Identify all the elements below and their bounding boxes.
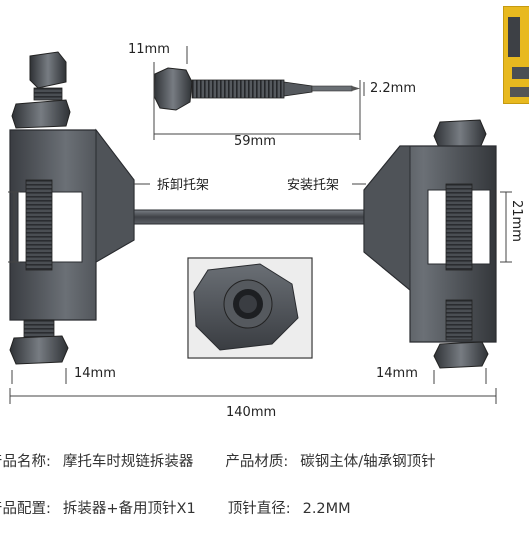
left-nut-label: 14mm xyxy=(74,366,116,381)
left-bracket xyxy=(9,51,135,365)
diameter-label: 顶针直径: xyxy=(227,501,291,517)
closeup-inset xyxy=(187,257,313,359)
thumbnail-preview[interactable] xyxy=(503,6,529,104)
product-name-value: 摩托车时规链拆装器 xyxy=(62,454,194,470)
spec-row-1: 产品名称: 摩托车时规链拆装器 产品材质: 碳钢主体/轴承钢顶针 xyxy=(0,450,436,471)
connecting-rod xyxy=(133,209,367,225)
pin-length-label: 11mm xyxy=(128,42,170,57)
diameter-value: 2.2MM xyxy=(302,501,351,517)
overall-length-label: 140mm xyxy=(226,405,277,420)
right-bracket xyxy=(363,119,497,369)
pin-dimension-lines xyxy=(153,46,365,140)
height-label: 21mm xyxy=(509,200,524,242)
config-label: 产品配置: xyxy=(0,501,51,517)
pin-total-label: 59mm xyxy=(234,134,276,149)
pin-tip-label: 2.2mm xyxy=(370,81,417,96)
product-name-label: 产品名称: xyxy=(0,454,51,470)
material-label: 产品材质: xyxy=(225,454,289,470)
removal-bracket-label: 拆卸托架 xyxy=(157,178,210,193)
spec-row-2: 产品配置: 拆装器+备用顶针X1 顶针直径: 2.2MM xyxy=(0,497,351,518)
config-value: 拆装器+备用顶针X1 xyxy=(62,501,196,517)
spare-pin xyxy=(153,67,360,111)
install-bracket-label: 安装托架 xyxy=(287,178,340,193)
right-nut-label: 14mm xyxy=(376,366,418,381)
dimension-lines xyxy=(8,183,512,404)
material-value: 碳钢主体/轴承钢顶针 xyxy=(300,454,436,470)
